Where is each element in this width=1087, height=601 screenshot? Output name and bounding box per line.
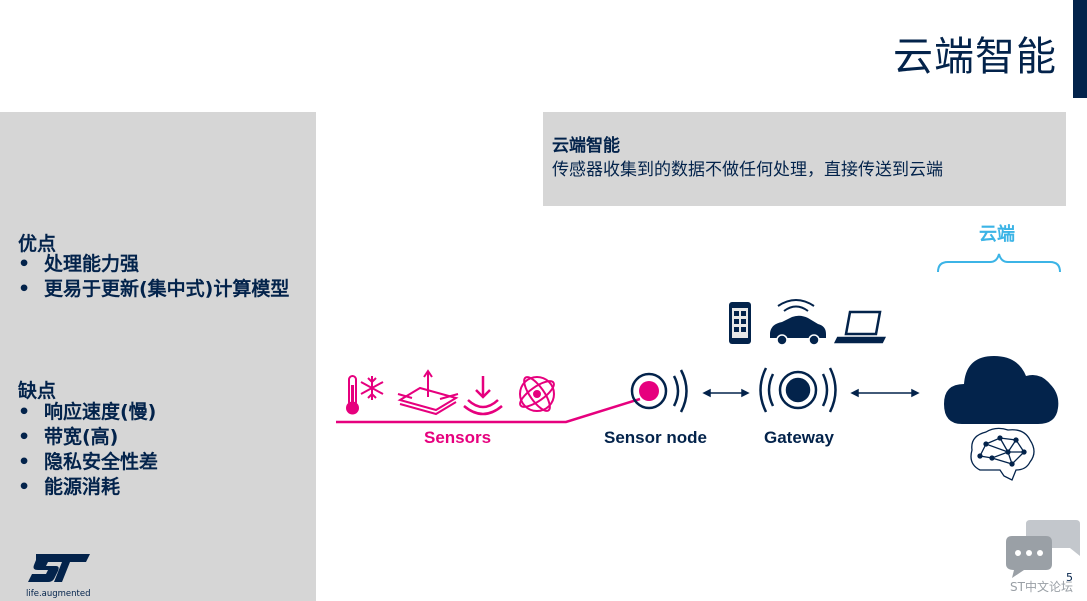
st-logo-icon — [28, 554, 90, 582]
logo-tagline: life.augmented — [26, 589, 91, 599]
sensor-node-label: Sensor node — [604, 428, 707, 447]
pressure-icon — [463, 376, 503, 416]
definition-text: 传感器收集到的数据不做任何处理，直接传送到云端 — [552, 160, 943, 180]
list-item: •能源消耗 — [18, 476, 121, 498]
list-item: •更易于更新(集中式)计算模型 — [18, 278, 290, 300]
double-arrow-icon — [850, 388, 920, 398]
sensors-label: Sensors — [424, 428, 492, 447]
title-accent-bar — [1073, 0, 1087, 98]
forum-chat-icon — [1006, 520, 1080, 578]
page-title: 云端智能 — [893, 34, 1057, 80]
ai-brain-icon — [970, 427, 1035, 481]
smartphone-icon — [729, 302, 751, 344]
list-item: •响应速度(慢) — [18, 401, 157, 423]
definition-box: 云端智能 传感器收集到的数据不做任何处理，直接传送到云端 — [543, 112, 1066, 206]
pros-list: •处理能力强 •更易于更新(集中式)计算模型 — [18, 252, 289, 302]
list-item: •带宽(高) — [18, 426, 119, 448]
gyroscope-icon — [519, 376, 555, 412]
laptop-icon — [833, 310, 887, 344]
gateway-label: Gateway — [764, 428, 834, 447]
page-number: 5 — [1066, 571, 1073, 584]
sensor-node-icon — [630, 369, 688, 413]
double-arrow-icon — [702, 388, 750, 398]
snowflake-icon — [360, 376, 384, 400]
definition-title: 云端智能 — [552, 136, 620, 156]
forum-watermark: ST中文论坛 — [1010, 580, 1073, 594]
pros-cons-panel — [0, 112, 316, 601]
cloud-icon — [944, 356, 1059, 424]
list-item: •处理能力强 — [18, 253, 140, 275]
gateway-icon — [759, 367, 837, 413]
cloud-label: 云端 — [979, 224, 1015, 245]
cons-heading: 缺点 — [18, 380, 57, 402]
thermometer-icon — [346, 375, 359, 415]
sensor-connection-line — [336, 397, 641, 424]
accelerometer-icon — [397, 369, 459, 416]
cons-list: •响应速度(慢) •带宽(高) •隐私安全性差 •能源消耗 — [18, 400, 158, 500]
cloud-brace — [937, 253, 1061, 273]
pros-heading: 优点 — [18, 233, 57, 255]
connected-car-icon — [770, 299, 826, 346]
list-item: •隐私安全性差 — [18, 451, 159, 473]
